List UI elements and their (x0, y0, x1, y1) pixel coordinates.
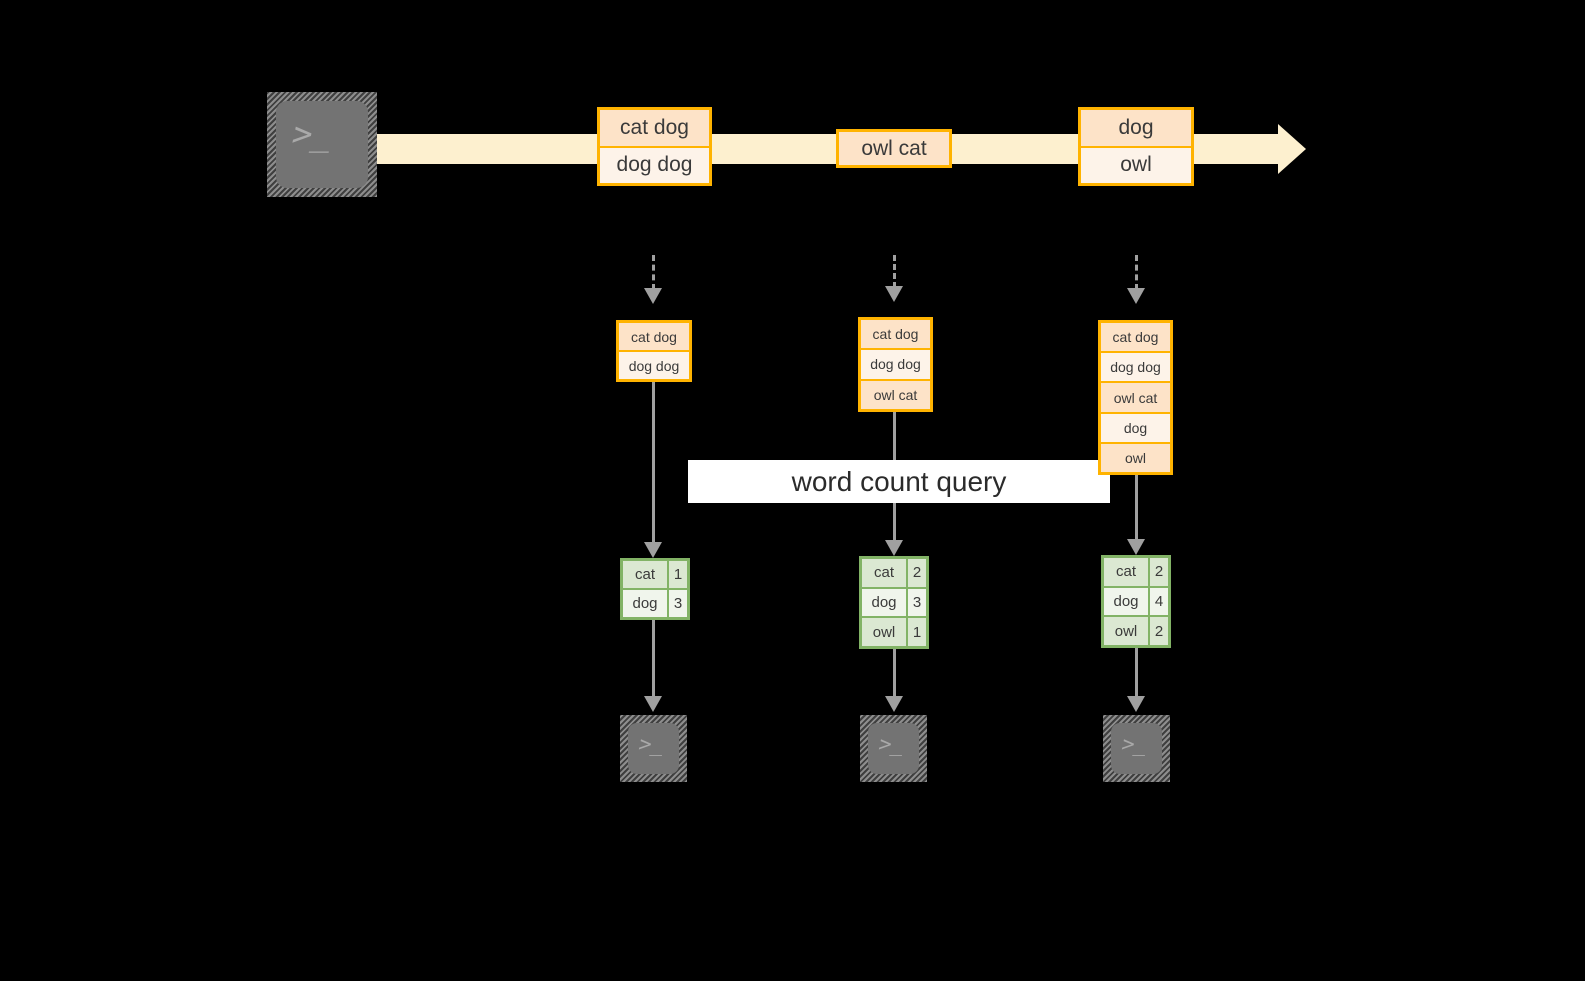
stream-tap-line-1 (652, 255, 655, 290)
result-word: cat (862, 559, 908, 587)
result-count: 2 (908, 559, 926, 587)
sink-connector-arrowhead-1 (644, 696, 662, 712)
sink-connector-1 (652, 600, 655, 700)
query-connector-3 (1135, 455, 1138, 545)
result-word: dog (1104, 587, 1150, 616)
query-label-band: word count query (688, 460, 1110, 503)
snapshot-row: cat dog (861, 320, 930, 351)
snapshot-row: owl (1101, 443, 1170, 473)
snapshot-row: dog dog (861, 350, 930, 381)
stream-arrow-head (1278, 124, 1306, 174)
result-table-1[interactable]: cat 1 dog 3 (620, 558, 690, 620)
sink-terminal-icon-2[interactable]: >_ (860, 715, 927, 782)
terminal-screen: >_ (1111, 723, 1162, 774)
sink-terminal-icon-1[interactable]: >_ (620, 715, 687, 782)
table-row: dog 3 (862, 588, 926, 619)
sink-terminal-icon-3[interactable]: >_ (1103, 715, 1170, 782)
terminal-screen: >_ (276, 101, 368, 188)
result-table-3[interactable]: cat 2 dog 4 owl 2 (1101, 555, 1171, 648)
event-row: dog dog (600, 147, 709, 183)
result-word: dog (623, 590, 669, 617)
stream-event-group-2[interactable]: owl cat (836, 129, 952, 168)
query-connector-arrowhead-1 (644, 542, 662, 558)
result-word: cat (1104, 558, 1150, 586)
result-word: cat (623, 561, 669, 588)
event-row: owl cat (839, 132, 949, 165)
result-count: 2 (1150, 617, 1168, 646)
table-row: dog 4 (1104, 587, 1168, 618)
result-count: 1 (908, 618, 926, 647)
prompt-glyph: >_ (876, 732, 907, 756)
source-terminal-icon[interactable]: >_ (267, 92, 377, 197)
stream-event-group-1[interactable]: cat dog dog dog (597, 107, 712, 186)
table-row: owl 1 (862, 618, 926, 647)
terminal-screen: >_ (868, 723, 919, 774)
query-connector-arrowhead-3 (1127, 539, 1145, 555)
snapshot-row: owl cat (1101, 383, 1170, 414)
table-row: cat 1 (623, 561, 687, 590)
result-word: owl (862, 618, 908, 647)
snapshot-row: cat dog (619, 323, 689, 352)
table-row: cat 2 (862, 559, 926, 589)
sink-connector-3 (1135, 630, 1138, 700)
table-row: cat 2 (1104, 558, 1168, 588)
snapshot-row: dog dog (619, 352, 689, 379)
stream-tap-arrowhead-3 (1127, 288, 1145, 304)
result-table-2[interactable]: cat 2 dog 3 owl 1 (859, 556, 929, 649)
snapshot-row: dog (1101, 413, 1170, 444)
table-row: owl 2 (1104, 617, 1168, 646)
result-word: owl (1104, 617, 1150, 646)
snapshot-row: dog dog (1101, 353, 1170, 384)
result-count: 3 (908, 588, 926, 617)
snapshot-table-1[interactable]: cat dog dog dog (616, 320, 692, 382)
snapshot-row: owl cat (861, 380, 930, 409)
result-word: dog (862, 588, 908, 617)
terminal-screen: >_ (628, 723, 679, 774)
event-row: owl (1081, 147, 1191, 183)
event-row: dog (1081, 110, 1191, 148)
result-count: 4 (1150, 587, 1168, 616)
snapshot-table-3[interactable]: cat dog dog dog owl cat dog owl (1098, 320, 1173, 475)
stream-tap-line-3 (1135, 255, 1138, 290)
prompt-glyph: >_ (1119, 732, 1150, 756)
result-count: 2 (1150, 558, 1168, 586)
event-row: cat dog (600, 110, 709, 148)
query-connector-arrowhead-2 (885, 540, 903, 556)
stream-event-group-3[interactable]: dog owl (1078, 107, 1194, 186)
prompt-glyph: >_ (636, 732, 667, 756)
stream-tap-line-2 (893, 255, 896, 288)
sink-connector-arrowhead-2 (885, 696, 903, 712)
snapshot-table-2[interactable]: cat dog dog dog owl cat (858, 317, 933, 412)
query-connector-1 (652, 360, 655, 548)
snapshot-row: cat dog (1101, 323, 1170, 354)
sink-connector-2 (893, 630, 896, 700)
result-count: 3 (669, 590, 687, 617)
sink-connector-arrowhead-3 (1127, 696, 1145, 712)
stream-tap-arrowhead-2 (885, 286, 903, 302)
query-label: word count query (791, 465, 1007, 497)
prompt-glyph: >_ (288, 114, 337, 153)
table-row: dog 3 (623, 590, 687, 617)
result-count: 1 (669, 561, 687, 588)
stream-tap-arrowhead-1 (644, 288, 662, 304)
